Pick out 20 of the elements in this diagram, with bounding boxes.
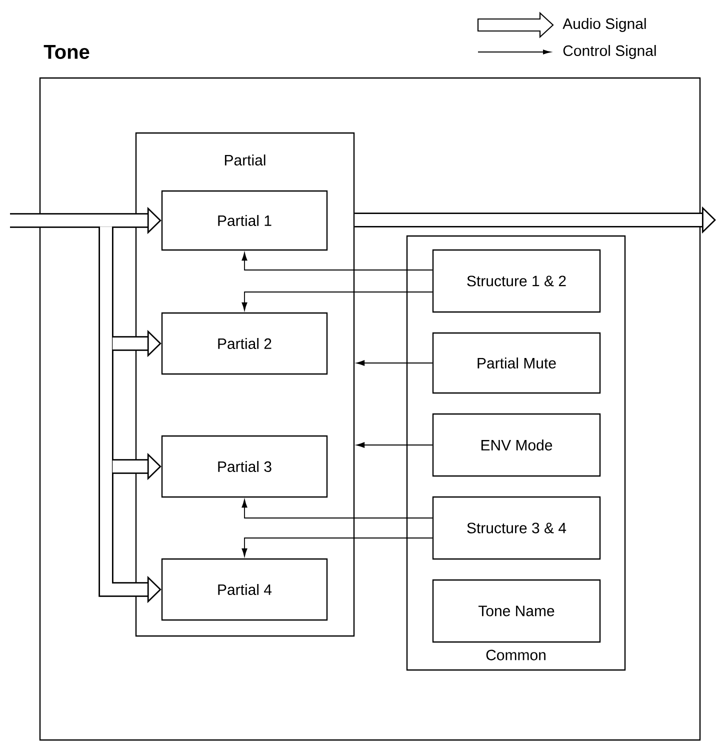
process-box: Structure 1 & 2 — [432, 249, 601, 313]
legend-entry: Control Signal — [478, 45, 656, 59]
group-heading: Common — [486, 650, 546, 660]
process-box: Partial 4 — [161, 558, 328, 621]
legend-entry: Audio Signal — [477, 12, 646, 38]
control-arrow — [242, 252, 433, 270]
process-box: ENV Mode — [432, 413, 601, 477]
control-arrow — [356, 442, 433, 448]
box-heading: Tone — [44, 45, 90, 59]
process-box: Tone Name — [432, 579, 601, 643]
control-arrow — [242, 538, 433, 557]
process-box: Structure 3 & 4 — [432, 496, 601, 560]
control-arrow — [242, 292, 433, 311]
process-box: Partial 1 — [161, 190, 328, 251]
group-heading: Partial — [224, 154, 266, 166]
process-box: Partial Mute — [432, 332, 601, 394]
process-box: Partial 3 — [161, 435, 328, 498]
process-box: Partial 2 — [161, 312, 328, 375]
control-arrow — [242, 499, 433, 518]
control-arrow — [356, 360, 433, 366]
